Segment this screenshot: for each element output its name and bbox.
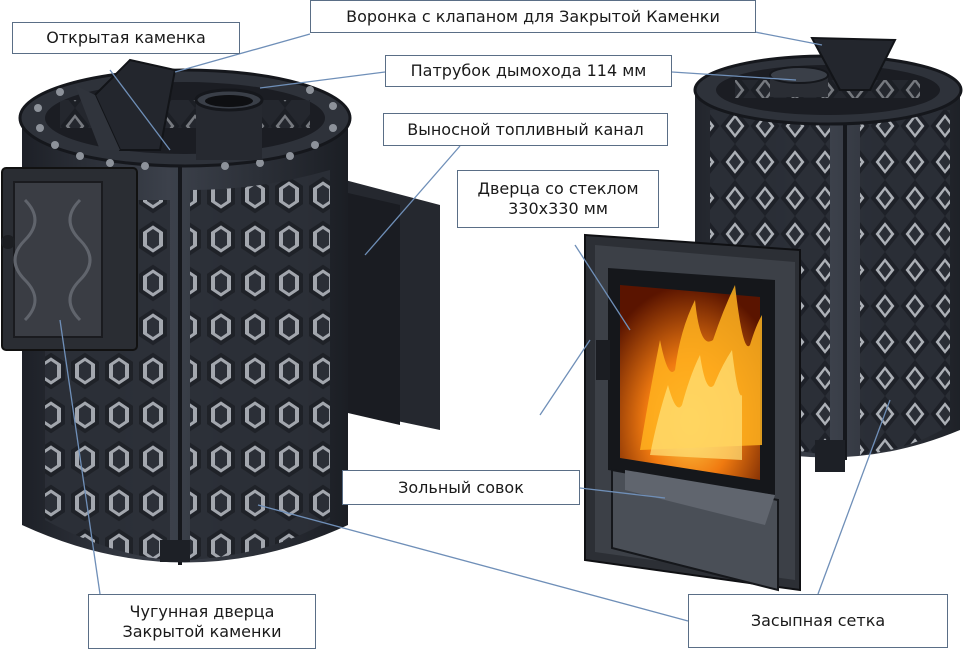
left-lattice-panel-2 (190, 170, 330, 560)
label-cast-iron-door-line2: Закрытой каменки (122, 621, 282, 641)
label-remote-fuel-channel-text: Выносной топливный канал (407, 119, 644, 139)
label-chimney-pipe-text: Патрубок дымохода 114 мм (410, 61, 647, 80)
label-glass-door-line2: 330х330 мм (508, 199, 608, 218)
label-open-heater-text: Открытая каменка (46, 28, 206, 47)
label-glass-door-line1: Дверца со стеклом (477, 179, 639, 198)
label-chimney-pipe: Патрубок дымохода 114 мм (385, 55, 672, 87)
left-stove (1, 58, 440, 565)
label-remote-fuel-channel: Выносной топливный канал (383, 113, 668, 146)
label-ash-scoop: Зольный совок (342, 470, 580, 505)
left-lattice-panel-1 (45, 200, 170, 560)
label-cast-iron-door-line1: Чугунная дверца (129, 601, 275, 621)
label-fill-mesh: Засыпная сетка (688, 594, 948, 648)
label-fill-mesh-text: Засыпная сетка (750, 611, 886, 630)
label-glass-door: Дверца со стеклом 330х330 мм (457, 170, 659, 228)
label-open-heater: Открытая каменка (12, 22, 240, 54)
leader-lines (59, 31, 891, 622)
label-funnel-valve: Воронка с клапаном для Закрытой Каменки (310, 0, 756, 33)
glass-door-assembly (584, 233, 801, 592)
label-funnel-valve-text: Воронка с клапаном для Закрытой Каменки (346, 6, 720, 26)
label-ash-scoop-text: Зольный совок (398, 477, 524, 497)
label-cast-iron-door: Чугунная дверца Закрытой каменки (88, 594, 316, 649)
